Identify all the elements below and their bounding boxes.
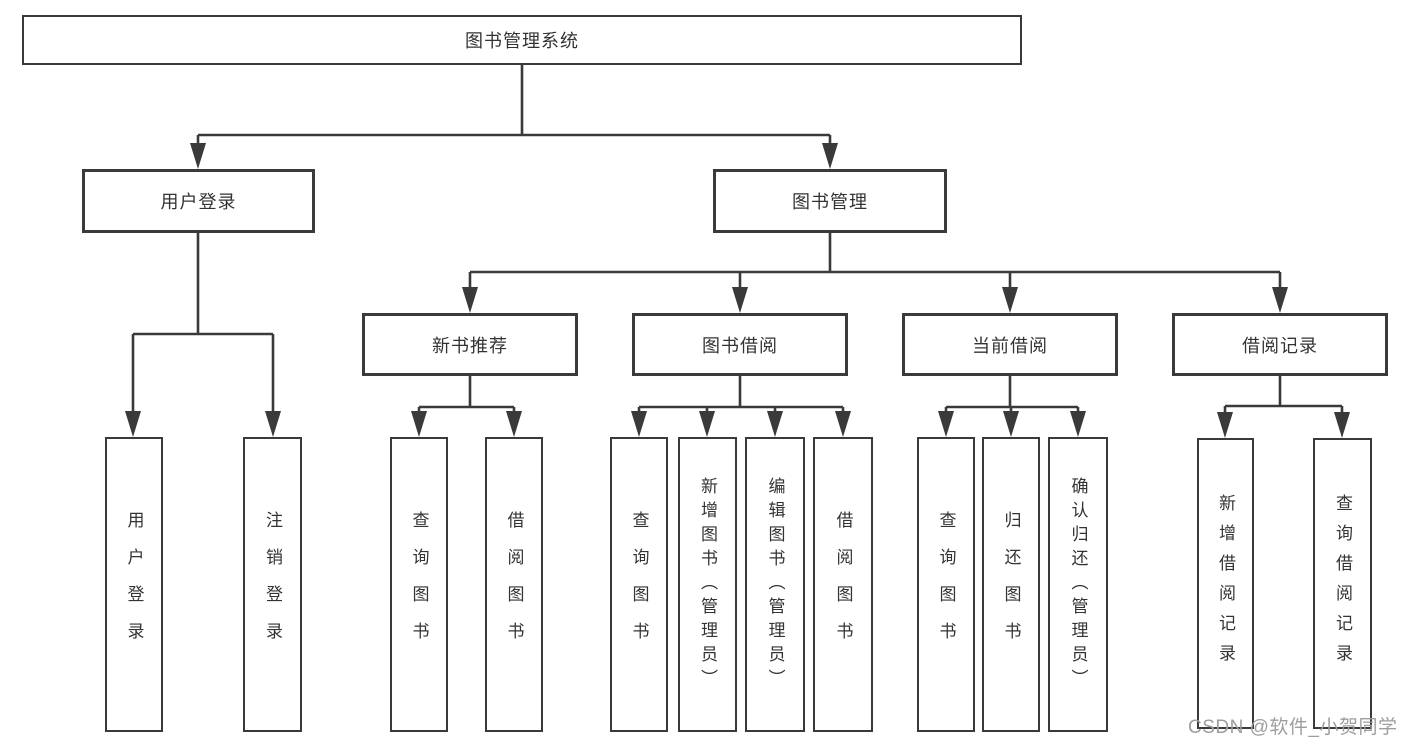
leaf-edit-books-admin: 编辑图书（管理员） (745, 437, 805, 732)
leaf-query-borrow-record: 查询借阅记录 (1313, 438, 1372, 729)
node-library-system: 图书管理系统 (22, 15, 1022, 65)
node-current-borrow: 当前借阅 (902, 313, 1118, 376)
leaf-confirm-return-admin: 确认归还（管理员） (1048, 437, 1108, 732)
leaf-label: 归还图书 (1001, 510, 1021, 659)
leaf-query-books-recommend: 查询图书 (390, 437, 448, 732)
leaf-label: 确认归还（管理员） (1068, 476, 1088, 693)
leaf-label: 查询图书 (629, 510, 649, 659)
leaf-label: 新增图书（管理员） (698, 476, 717, 693)
leaf-label: 用户登录 (124, 510, 144, 659)
leaf-label: 查询图书 (409, 510, 429, 659)
leaf-label: 借阅图书 (833, 510, 853, 659)
leaf-label: 借阅图书 (504, 510, 524, 659)
watermark: CSDN @软件_小贺同学 (1188, 717, 1398, 738)
node-book-borrow: 图书借阅 (632, 313, 848, 376)
leaf-borrow-books: 借阅图书 (813, 437, 873, 732)
node-book-management: 图书管理 (713, 169, 947, 233)
leaf-query-books-borrow: 查询图书 (610, 437, 668, 732)
leaf-add-borrow-record: 新增借阅记录 (1197, 438, 1254, 729)
leaf-add-books-admin: 新增图书（管理员） (678, 437, 737, 732)
leaf-label: 注销登录 (263, 510, 282, 659)
node-borrow-records: 借阅记录 (1172, 313, 1388, 376)
leaf-user-login: 用户登录 (105, 437, 163, 732)
leaf-logout-login: 注销登录 (243, 437, 302, 732)
leaf-return-books: 归还图书 (982, 437, 1040, 732)
leaf-label: 新增借阅记录 (1216, 493, 1235, 674)
leaf-label: 编辑图书（管理员） (765, 476, 785, 693)
leaf-label: 查询图书 (936, 510, 956, 659)
node-user-login: 用户登录 (82, 169, 315, 233)
leaf-borrow-books-recommend: 借阅图书 (485, 437, 543, 732)
leaf-label: 查询借阅记录 (1333, 493, 1352, 674)
leaf-query-books-current: 查询图书 (917, 437, 975, 732)
node-new-book-recommend: 新书推荐 (362, 313, 578, 376)
